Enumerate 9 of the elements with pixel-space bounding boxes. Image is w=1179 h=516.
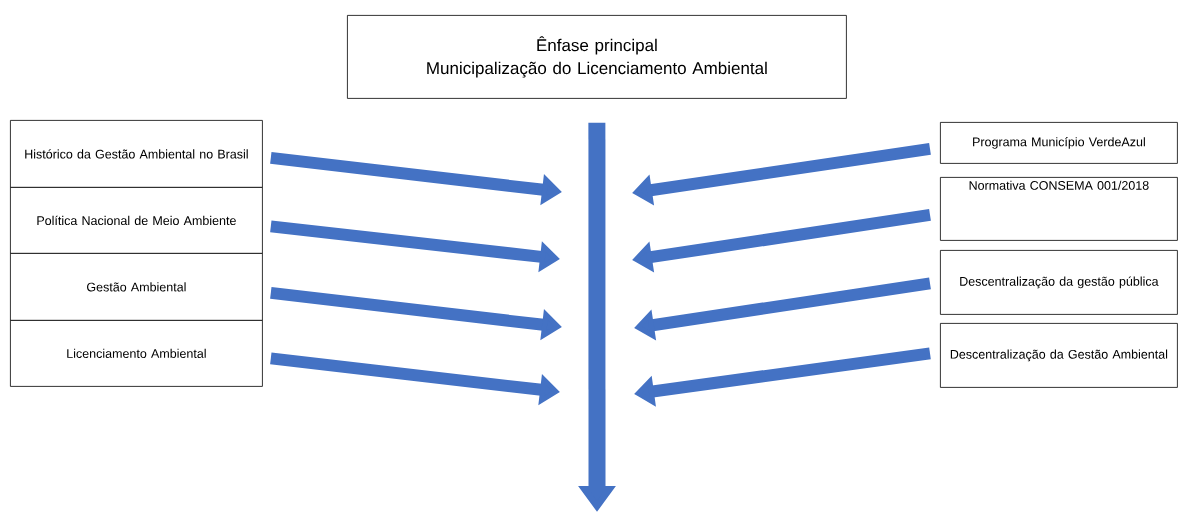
topic-box: Gestão Ambiental xyxy=(10,253,263,321)
topic-box: Licenciamento Ambiental xyxy=(10,320,263,387)
topic-box: Normativa CONSEMA 001/2018 xyxy=(940,177,1178,241)
title-box: Ênfase principal Municipalização do Licenciamento Ambiental xyxy=(347,15,847,99)
topic-box: Histórico da Gestão Ambiental no Brasil xyxy=(10,120,263,188)
topic-box: Descentralização da Gestão Ambiental xyxy=(940,323,1178,388)
topic-box: Programa Município VerdeAzul xyxy=(940,122,1178,164)
topic-box: Descentralização da gestão pública xyxy=(940,250,1178,315)
topic-box: Política Nacional de Meio Ambiente xyxy=(10,187,263,254)
